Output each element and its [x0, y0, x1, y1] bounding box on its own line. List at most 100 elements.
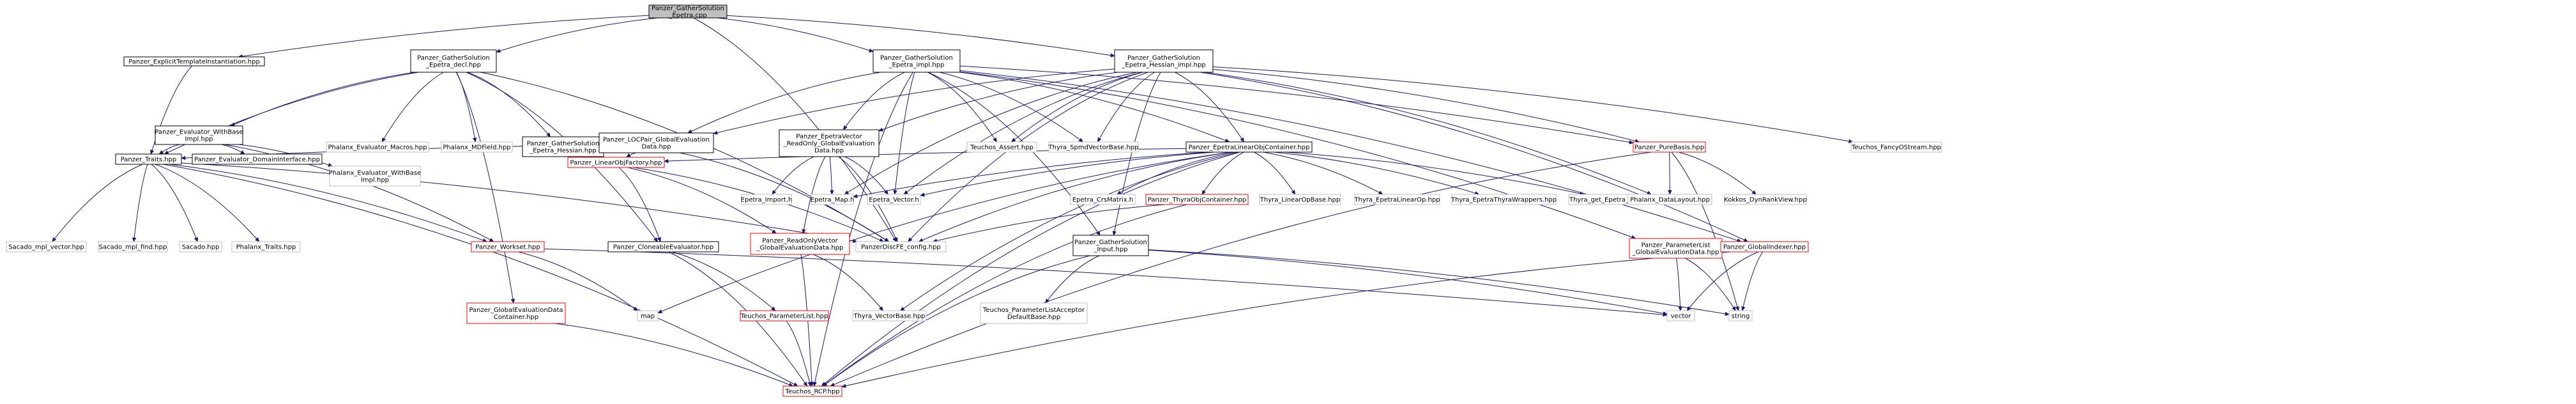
- node-label-sacado_vector-0: Sacado_mpl_vector.hpp: [8, 244, 84, 251]
- node-phalanx_traits[interactable]: Phalanx_Traits.hpp: [231, 241, 301, 252]
- node-thyra_epetralinop[interactable]: Thyra_EpetraLinearOp.hpp: [1353, 194, 1440, 205]
- node-epetra_crs[interactable]: Epetra_CrsMatrix.h: [1070, 194, 1136, 205]
- node-hessian_hpp[interactable]: Panzer_GatherSolution_Epetra_Hessian.hpp: [522, 136, 604, 157]
- node-box-thyra_epetralinop: [1354, 194, 1440, 205]
- node-label-vector-0: vector: [1671, 313, 1692, 320]
- edge-input_hpp-to-teuchos_rcp: [823, 255, 1090, 386]
- node-epetra_vector[interactable]: Epetra_Vector.h: [867, 194, 921, 205]
- node-epetra_import[interactable]: Epetra_Import.h: [741, 194, 793, 205]
- edge-root-to-decl: [496, 17, 658, 52]
- node-paramlist_ged[interactable]: Panzer_ParameterList_GlobalEvaluationDat…: [1629, 238, 1723, 259]
- node-explicit[interactable]: Panzer_ExplicitTemplateInstantiation.hpp: [123, 56, 265, 66]
- node-label-fancy-0: Teuchos_FancyOStream.hpp: [1851, 144, 1941, 152]
- node-box-paramlist_ged: [1629, 238, 1723, 259]
- edge-input_hpp-to-string: [1148, 249, 1729, 315]
- node-label-epetra_crs-0: Epetra_CrsMatrix.h: [1072, 197, 1133, 204]
- edge-linobjfactory-to-cloneable: [618, 167, 660, 242]
- node-workset[interactable]: Panzer_Workset.hpp: [471, 241, 545, 252]
- node-map[interactable]: map: [637, 310, 659, 322]
- edge-traits-to-phalanx_traits: [155, 164, 259, 242]
- node-sacado_find[interactable]: Sacado_mpl_find.hpp: [98, 241, 168, 252]
- node-fancy[interactable]: Teuchos_FancyOStream.hpp: [1850, 141, 1942, 153]
- edge-eval_withbase_impl-to-traits: [159, 144, 180, 154]
- node-purebasis[interactable]: Panzer_PureBasis.hpp: [1633, 141, 1706, 153]
- edge-root-to-impl: [717, 17, 873, 52]
- node-phalanx_datalayout[interactable]: Phalanx_DataLayout.hpp: [1627, 194, 1712, 205]
- node-vector[interactable]: vector: [1666, 310, 1695, 322]
- node-epetra_map[interactable]: Epetra_Map.h: [811, 194, 855, 205]
- node-sacado_vector[interactable]: Sacado_mpl_vector.hpp: [6, 241, 87, 252]
- node-traits[interactable]: Panzer_Traits.hpp: [115, 153, 182, 165]
- node-epetra_lin[interactable]: Panzer_EpetraLinearObjContainer.hpp: [1185, 141, 1313, 153]
- edge-hessian_impl-to-thyra_spmd: [1097, 72, 1155, 142]
- node-thyra_wrappers[interactable]: Thyra_EpetraThyraWrappers.hpp: [1451, 194, 1557, 205]
- edge-epetravector_ro-to-epetra_import: [772, 156, 814, 194]
- node-readonly_vec[interactable]: Panzer_ReadOnlyVector_GlobalEvaluationDa…: [750, 233, 850, 255]
- edge-thyraobj-to-teuchos_rcp: [823, 204, 1187, 386]
- node-hessian_impl[interactable]: Panzer_GatherSolution_Epetra_Hessian_imp…: [1114, 49, 1214, 73]
- node-sacado[interactable]: Sacado.hpp: [179, 241, 222, 252]
- edge-epetra_lin-to-thyra_getop: [1285, 152, 1584, 194]
- node-box-eval_withbase_impl: [155, 125, 243, 145]
- node-kokkos_dynrank[interactable]: Kokkos_DynRankView.hpp: [1724, 194, 1807, 205]
- edge-hessian_impl-to-purebasis: [1212, 69, 1639, 142]
- node-globalindexer[interactable]: Panzer_GlobalIndexer.hpp: [1720, 241, 1809, 252]
- node-epetravector_ro[interactable]: Panzer_EpetraVector_ReadOnly_GlobalEvalu…: [779, 129, 880, 157]
- node-thyraobj[interactable]: Panzer_ThyraObjContainer.hpp: [1145, 194, 1249, 205]
- node-teuchos_paramlist[interactable]: Teuchos_ParameterList.hpp: [740, 310, 829, 322]
- edge-hessian_impl-to-locpair: [713, 68, 1115, 134]
- node-cloneable[interactable]: Panzer_CloneableEvaluator.hpp: [607, 241, 719, 252]
- node-box-workset: [471, 241, 545, 252]
- node-input_hpp[interactable]: Panzer_GatherSolution_Input.hpp: [1072, 235, 1149, 256]
- node-locpair[interactable]: Panzer_LOCPair_GlobalEvaluationData.hpp: [598, 132, 714, 153]
- node-layer: Panzer_GatherSolution_Epetra.cppPanzer_E…: [6, 4, 1942, 397]
- edge-epetra_lin-to-epetra_vector: [920, 152, 1215, 196]
- node-decl[interactable]: Panzer_GatherSolution_Epetra_decl.hpp: [410, 49, 497, 73]
- edge-workset-to-map: [518, 251, 637, 311]
- node-box-map: [637, 310, 659, 322]
- node-box-string: [1728, 310, 1753, 322]
- node-box-epetra_crs: [1070, 194, 1136, 205]
- node-thyra_linop[interactable]: Thyra_LinearOpBase.hpp: [1259, 194, 1341, 205]
- node-label-linobjfactory-0: Panzer_LinearObjFactory.hpp: [570, 160, 662, 167]
- node-eval_domain[interactable]: Panzer_Evaluator_DomainInterface.hpp: [192, 153, 323, 165]
- node-linobjfactory[interactable]: Panzer_LinearObjFactory.hpp: [567, 157, 665, 168]
- node-label-teuchos_paramlist-0: Teuchos_ParameterList.hpp: [740, 313, 828, 320]
- edge-impl-to-epetra_vector: [895, 72, 915, 194]
- node-thyra_vectorbase[interactable]: Thyra_VectorBase.hpp: [852, 310, 927, 322]
- edge-epetra_lin-to-thyraobj: [1202, 152, 1244, 194]
- node-phalanx_mdfield[interactable]: Phalanx_MDField.hpp: [441, 141, 513, 153]
- node-phalanx_macros[interactable]: Phalanx_Evaluator_Macros.hpp: [326, 141, 429, 153]
- node-thyra_spmd[interactable]: Thyra_SpmdVectorBase.hpp: [1048, 141, 1139, 153]
- edge-globalindexer-to-teuchos_rcp: [842, 251, 1731, 387]
- edge-impl-to-globalindexer: [959, 70, 1741, 242]
- node-label-thyra_wrappers-0: Thyra_EpetraThyraWrappers.hpp: [1451, 197, 1557, 204]
- node-label-decl-1: _Epetra_decl.hpp: [425, 62, 481, 69]
- node-box-traits: [115, 153, 182, 165]
- node-string[interactable]: string: [1728, 310, 1753, 322]
- node-impl[interactable]: Panzer_GatherSolution_Epetra_impl.hpp: [873, 49, 961, 73]
- edge-ged_container-to-teuchos_rcp: [554, 323, 793, 386]
- node-discfe[interactable]: PanzerDiscFE_config.hpp: [855, 241, 947, 252]
- node-box-phalanx_mdfield: [441, 141, 513, 153]
- node-teuchos_pl_acceptor[interactable]: Teuchos_ParameterListAcceptorDefaultBase…: [980, 302, 1088, 324]
- node-label-paramlist_ged-0: Panzer_ParameterList: [1641, 242, 1710, 249]
- node-root[interactable]: Panzer_GatherSolution_Epetra.cpp: [648, 4, 728, 19]
- edge-hessian_impl-to-epetra_lin: [1175, 72, 1244, 142]
- node-teuchos_rcp[interactable]: Teuchos_RCP.hpp: [782, 385, 842, 397]
- node-box-phalanx_withbase_impl: [329, 166, 421, 187]
- edge-traits-to-sacado: [151, 164, 197, 242]
- edge-epetra_lin-to-teuchos_rcp: [821, 152, 1240, 386]
- edge-cloneable-to-teuchos_paramlist: [672, 251, 775, 311]
- node-teuchos_assert[interactable]: Teuchos_Assert.hpp: [966, 141, 1037, 153]
- node-label-phalanx_mdfield-0: Phalanx_MDField.hpp: [443, 144, 510, 152]
- edge-hessian_impl-to-teuchos_assert: [1012, 72, 1143, 142]
- edge-impl-to-locpair: [688, 72, 881, 134]
- edge-paramlist_ged-to-string: [1685, 258, 1735, 311]
- node-label-hessian_hpp-0: Panzer_GatherSolution: [527, 141, 600, 148]
- edge-hessian_impl-to-epetra_map: [844, 72, 1138, 194]
